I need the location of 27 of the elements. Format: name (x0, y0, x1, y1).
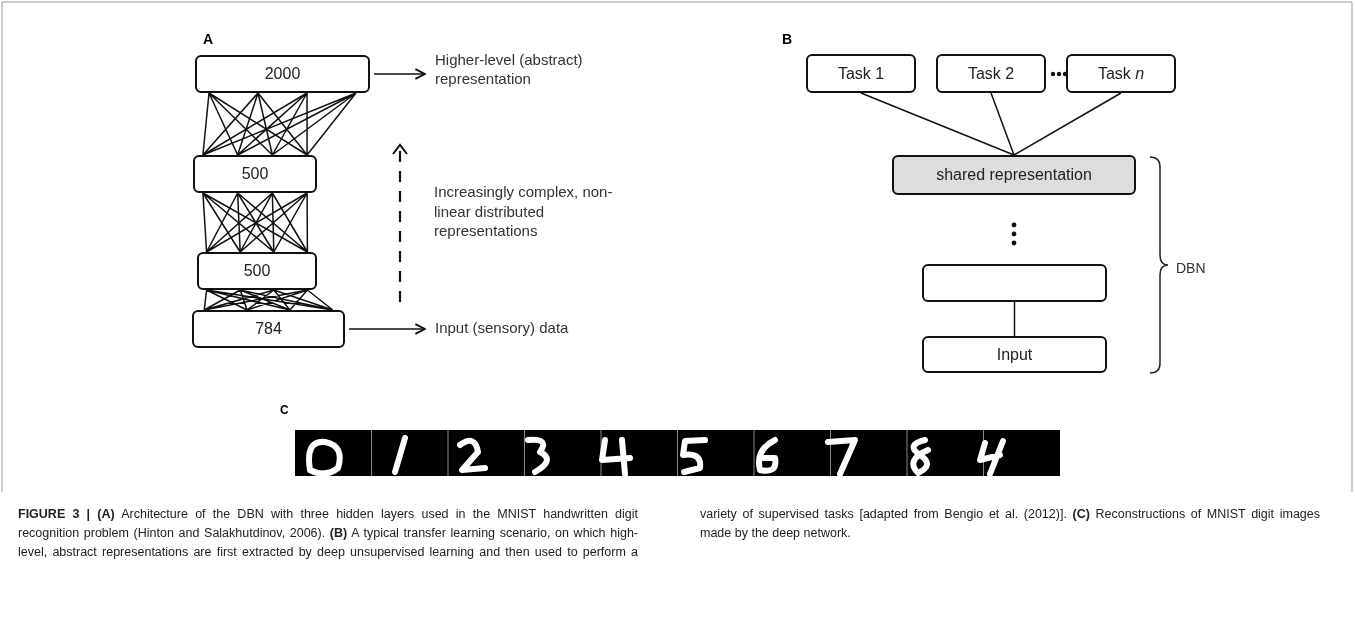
layer-box: Task 1 (806, 54, 916, 93)
panel-letter: A (203, 30, 214, 49)
annotation-text: Increasingly complex, non-linear distributed representations (434, 182, 614, 241)
empty-layer-box (922, 264, 1107, 302)
connector-line (1013, 301, 1016, 337)
description-text: Higher-level (abstract) representation (435, 49, 584, 89)
description-text: Input (sensory) data (435, 318, 569, 338)
arrow (373, 68, 426, 80)
layer-box: 2000 (195, 55, 370, 93)
connector-line (1013, 92, 1122, 156)
layer-box: Task 2 (936, 54, 1046, 93)
shared-layer-box: shared representation (892, 155, 1136, 195)
layer-box: Input (922, 336, 1107, 373)
connection-lines (203, 289, 334, 311)
panel-letter: B (782, 30, 793, 49)
figure-caption: FIGURE 3 | (A) Architecture of the DBN with three hidden layers used in the MNIST handwritten digit recognition problem (Hinton and Salakhutdinov, 2006). (B) A typical transfer learning scenario, on which high-level, abstract representations are first extracted by deep unsupervised learning and then used to perform a variety of supervised tasks [adapted from Bengio et al. (2012)]. (C) Reconstructions of MNIST digit images made by the deep network. (18, 506, 1320, 561)
connection-lines (202, 192, 309, 253)
connector-line (860, 92, 1015, 156)
layer-box: 784 (192, 310, 345, 348)
connector-line (990, 92, 1015, 156)
layer-box: 500 (193, 155, 317, 193)
connection-lines (202, 92, 357, 156)
arrow (348, 323, 426, 335)
bracket-label: DBN (1176, 259, 1206, 278)
layer-box: Task n (1066, 54, 1176, 93)
layer-box: 500 (197, 252, 317, 290)
panel-letter: C (280, 403, 289, 419)
